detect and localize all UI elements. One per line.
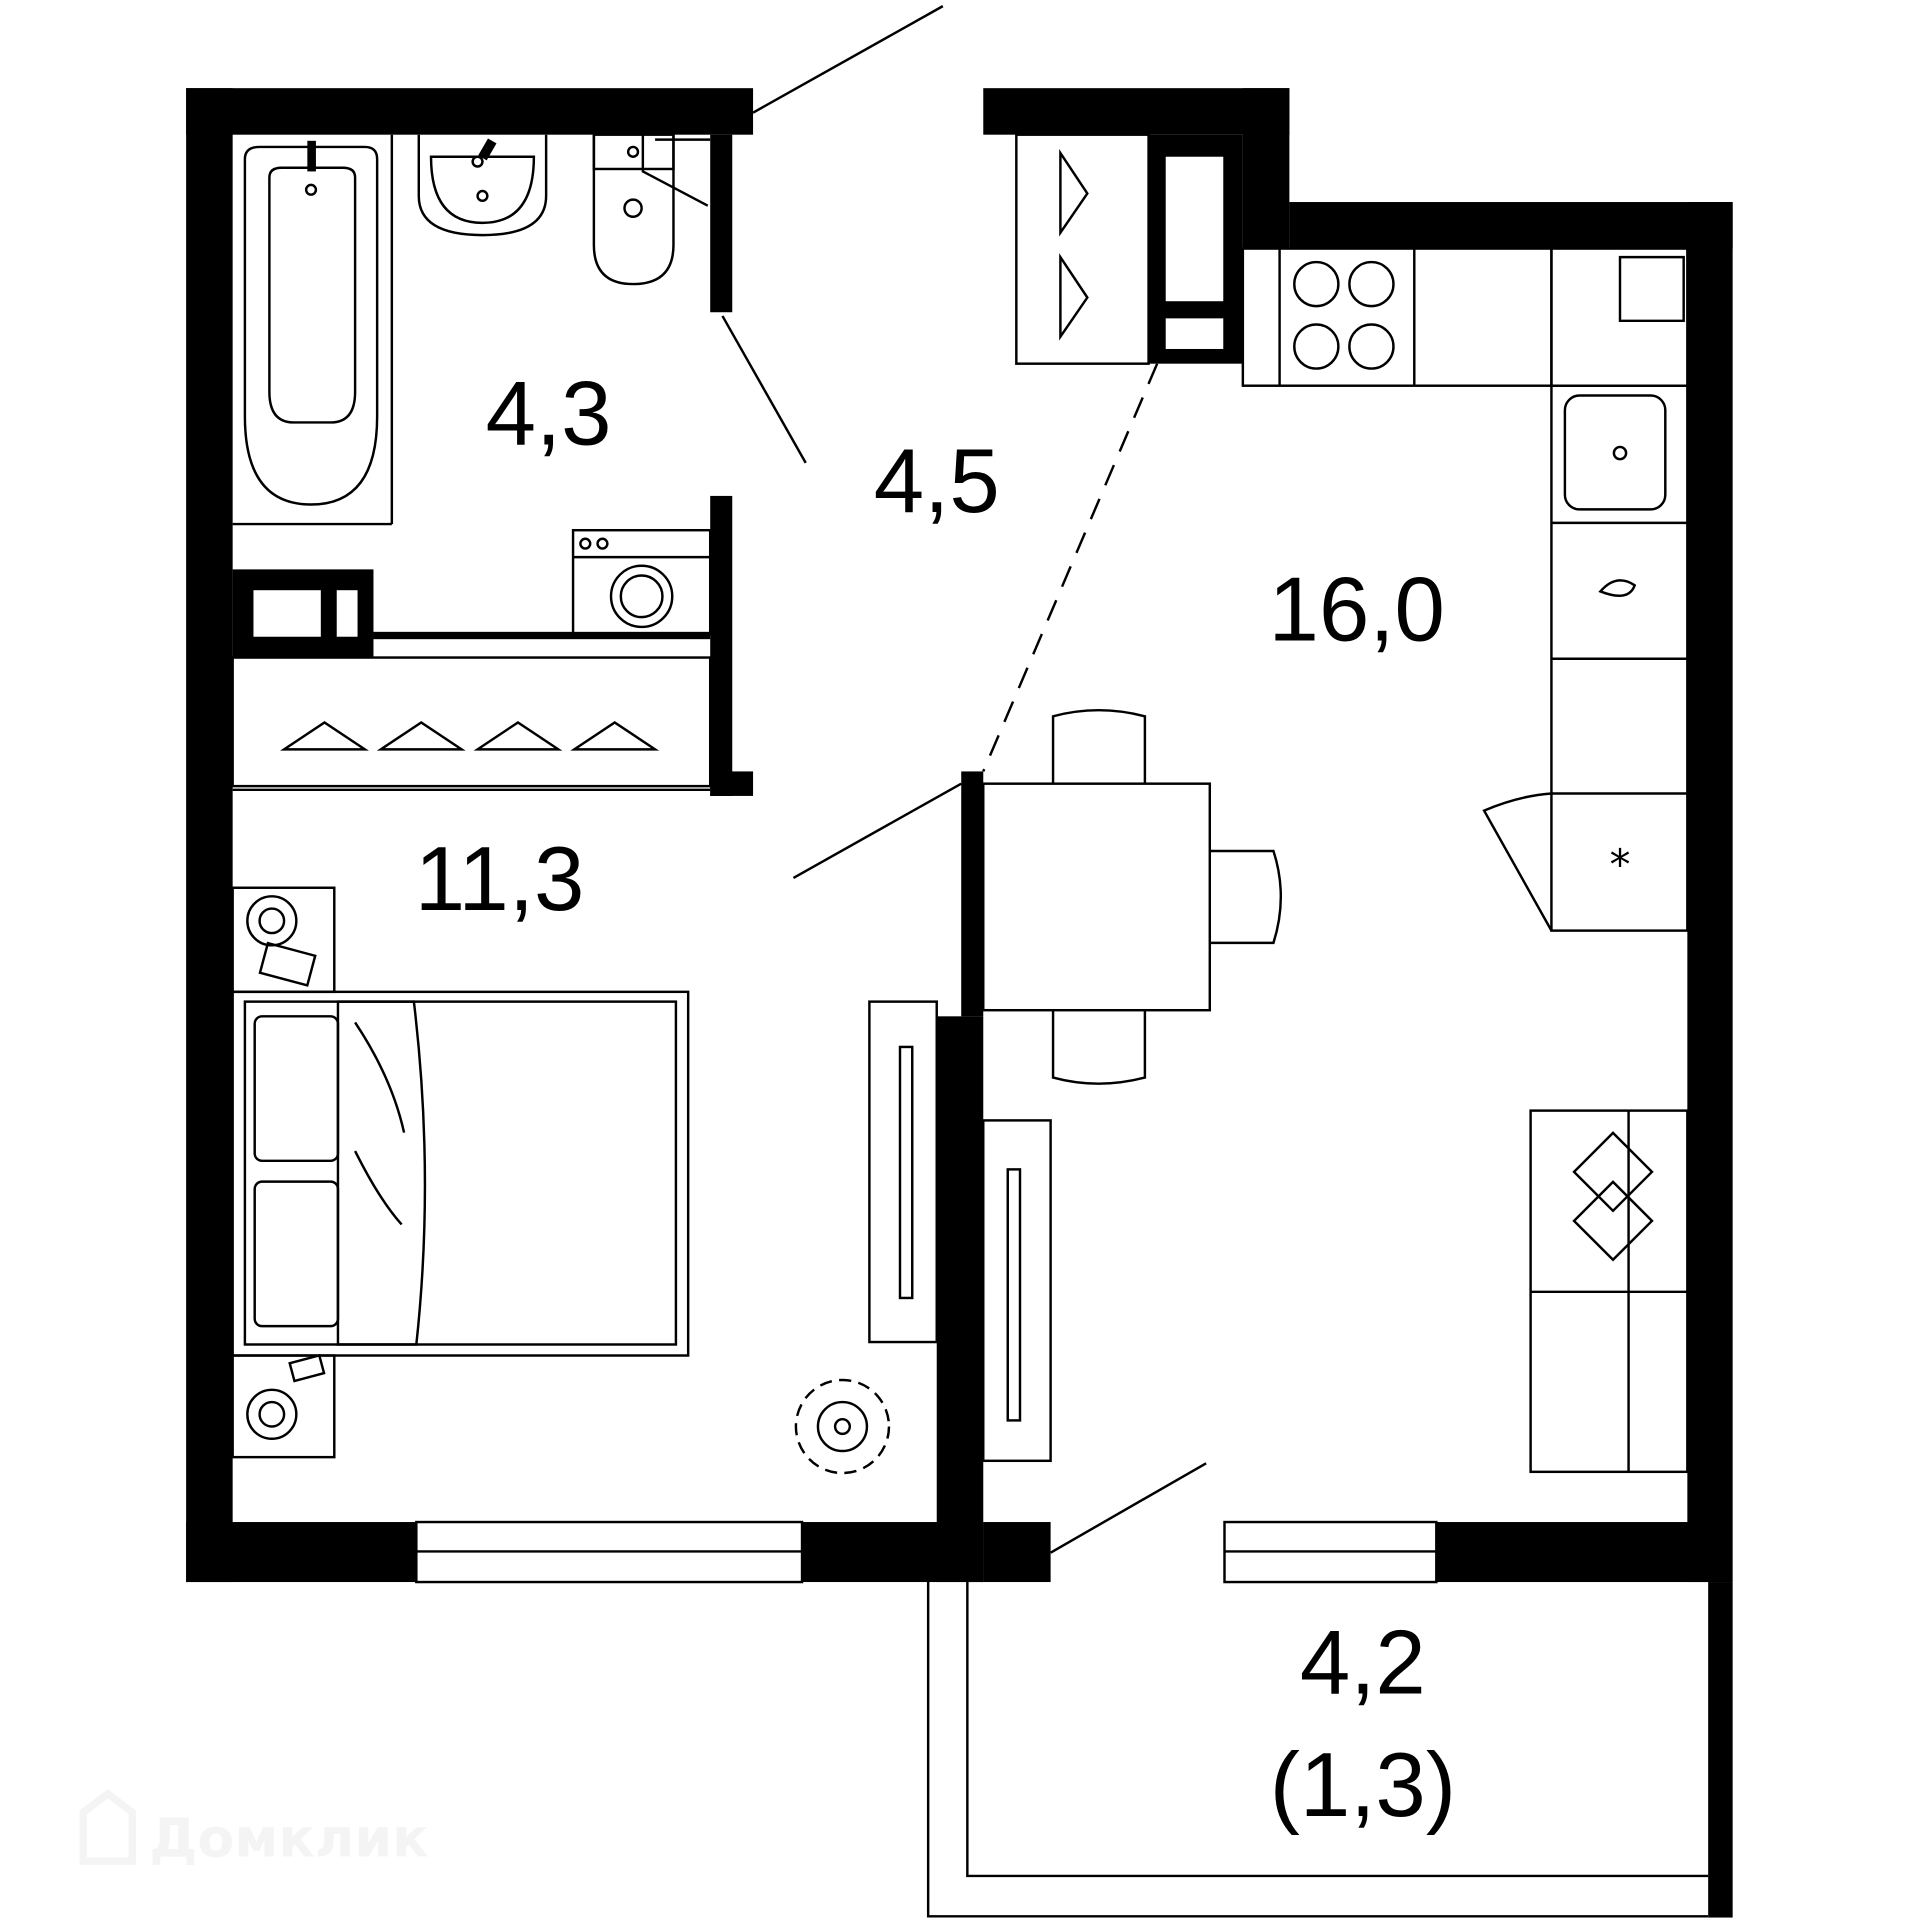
kitchen-counter: * bbox=[1241, 247, 1689, 932]
balcony bbox=[926, 1582, 1709, 1918]
washing-machine bbox=[571, 528, 712, 636]
bed bbox=[231, 990, 690, 1357]
wardrobe bbox=[231, 656, 712, 792]
domclick-watermark: Домклик bbox=[79, 1789, 429, 1869]
doors bbox=[721, 5, 1207, 1554]
bedroom-area-label: 11,3 bbox=[415, 829, 585, 930]
toilet bbox=[592, 133, 711, 286]
balcony-area-label: 4,2 bbox=[1300, 1612, 1426, 1713]
bathtub bbox=[232, 134, 394, 526]
hall-closet bbox=[1015, 133, 1150, 365]
sofa bbox=[1529, 1109, 1689, 1474]
svg-text:Домклик: Домклик bbox=[149, 1806, 428, 1869]
dining-table bbox=[982, 708, 1283, 1085]
sink bbox=[417, 134, 548, 237]
nightstands bbox=[231, 886, 336, 1459]
bedroom-wardrobe bbox=[868, 1000, 938, 1344]
windows bbox=[415, 1520, 1438, 1584]
walls bbox=[186, 88, 1733, 1918]
balcony-reduced-area-label: (1,3) bbox=[1270, 1735, 1456, 1836]
svg-text:*: * bbox=[1610, 840, 1631, 889]
bathroom-area-label: 4,3 bbox=[486, 363, 612, 464]
plant-icon bbox=[794, 1378, 891, 1475]
tv-stand bbox=[982, 1119, 1052, 1463]
kitchen-living-area-label: 16,0 bbox=[1269, 559, 1445, 660]
hallway-area-label: 4,5 bbox=[874, 431, 1000, 532]
